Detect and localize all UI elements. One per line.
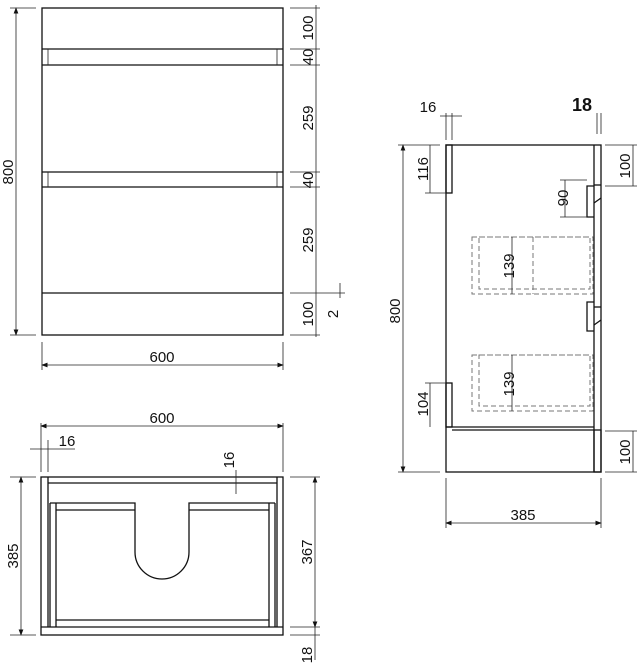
side-back-thickness: 18 [572, 95, 592, 115]
side-drawer-lower: 139 [501, 371, 518, 396]
plan-view: 600 16 16 385 367 18 [5, 410, 320, 663]
front-view: 800 600 100 40 259 40 259 100 2 [0, 5, 345, 370]
front-dim-drawer2: 259 [300, 227, 317, 252]
side-top-right: 100 [617, 153, 634, 178]
plan-back-thickness: 18 [299, 647, 316, 664]
side-plinth-right: 100 [617, 439, 634, 464]
front-dim-plinth: 100 [300, 301, 317, 326]
plan-width-label: 600 [149, 410, 174, 427]
side-view: 800 385 16 18 116 104 90 139 139 100 100 [387, 95, 637, 528]
side-panel-thickness: 16 [420, 99, 437, 116]
front-dim-drawer1: 259 [300, 105, 317, 130]
side-drawer-upper: 139 [501, 253, 518, 278]
plan-depth-label: 385 [5, 543, 22, 568]
front-dim-top: 100 [300, 15, 317, 40]
front-height-label: 800 [0, 159, 17, 184]
side-height-label: 800 [387, 298, 404, 323]
side-depth-label: 385 [510, 507, 535, 524]
plan-inner-depth: 367 [299, 539, 316, 564]
front-dim-gap: 2 [325, 310, 342, 318]
side-rail: 90 [555, 190, 572, 207]
side-top-strip: 116 [415, 157, 432, 181]
plan-side-thickness: 16 [59, 433, 76, 450]
plan-front-thickness: 16 [221, 452, 238, 469]
side-bottom-strip: 104 [415, 391, 432, 416]
front-width-label: 600 [149, 349, 174, 366]
front-dim-rail2: 40 [300, 172, 317, 189]
front-dim-rail1: 40 [300, 49, 317, 66]
